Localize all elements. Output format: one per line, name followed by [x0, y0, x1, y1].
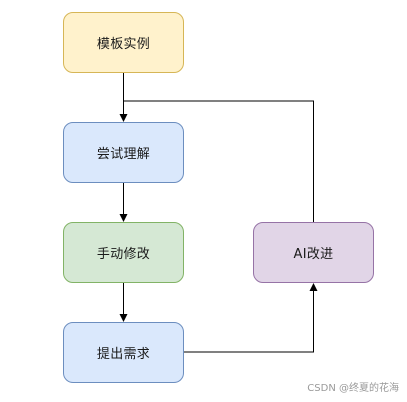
node-try-understand[interactable]: 尝试理解 — [63, 122, 184, 183]
node-manual-modify-label: 手动修改 — [96, 247, 151, 262]
arrow-ai-to-try — [123, 100, 314, 222]
node-try-understand-label: 尝试理解 — [96, 147, 151, 162]
node-ai-improve-label: AI改进 — [293, 247, 334, 262]
node-template-example[interactable]: 模板实例 — [63, 12, 184, 73]
node-template-example-label: 模板实例 — [96, 37, 151, 52]
arrow-request-to-ai — [184, 283, 318, 353]
node-raise-request-label: 提出需求 — [96, 347, 151, 362]
node-raise-request[interactable]: 提出需求 — [63, 322, 184, 383]
watermark: CSDN @终夏的花海 — [307, 383, 399, 394]
node-manual-modify[interactable]: 手动修改 — [63, 222, 184, 283]
node-ai-improve[interactable]: AI改进 — [253, 222, 374, 283]
